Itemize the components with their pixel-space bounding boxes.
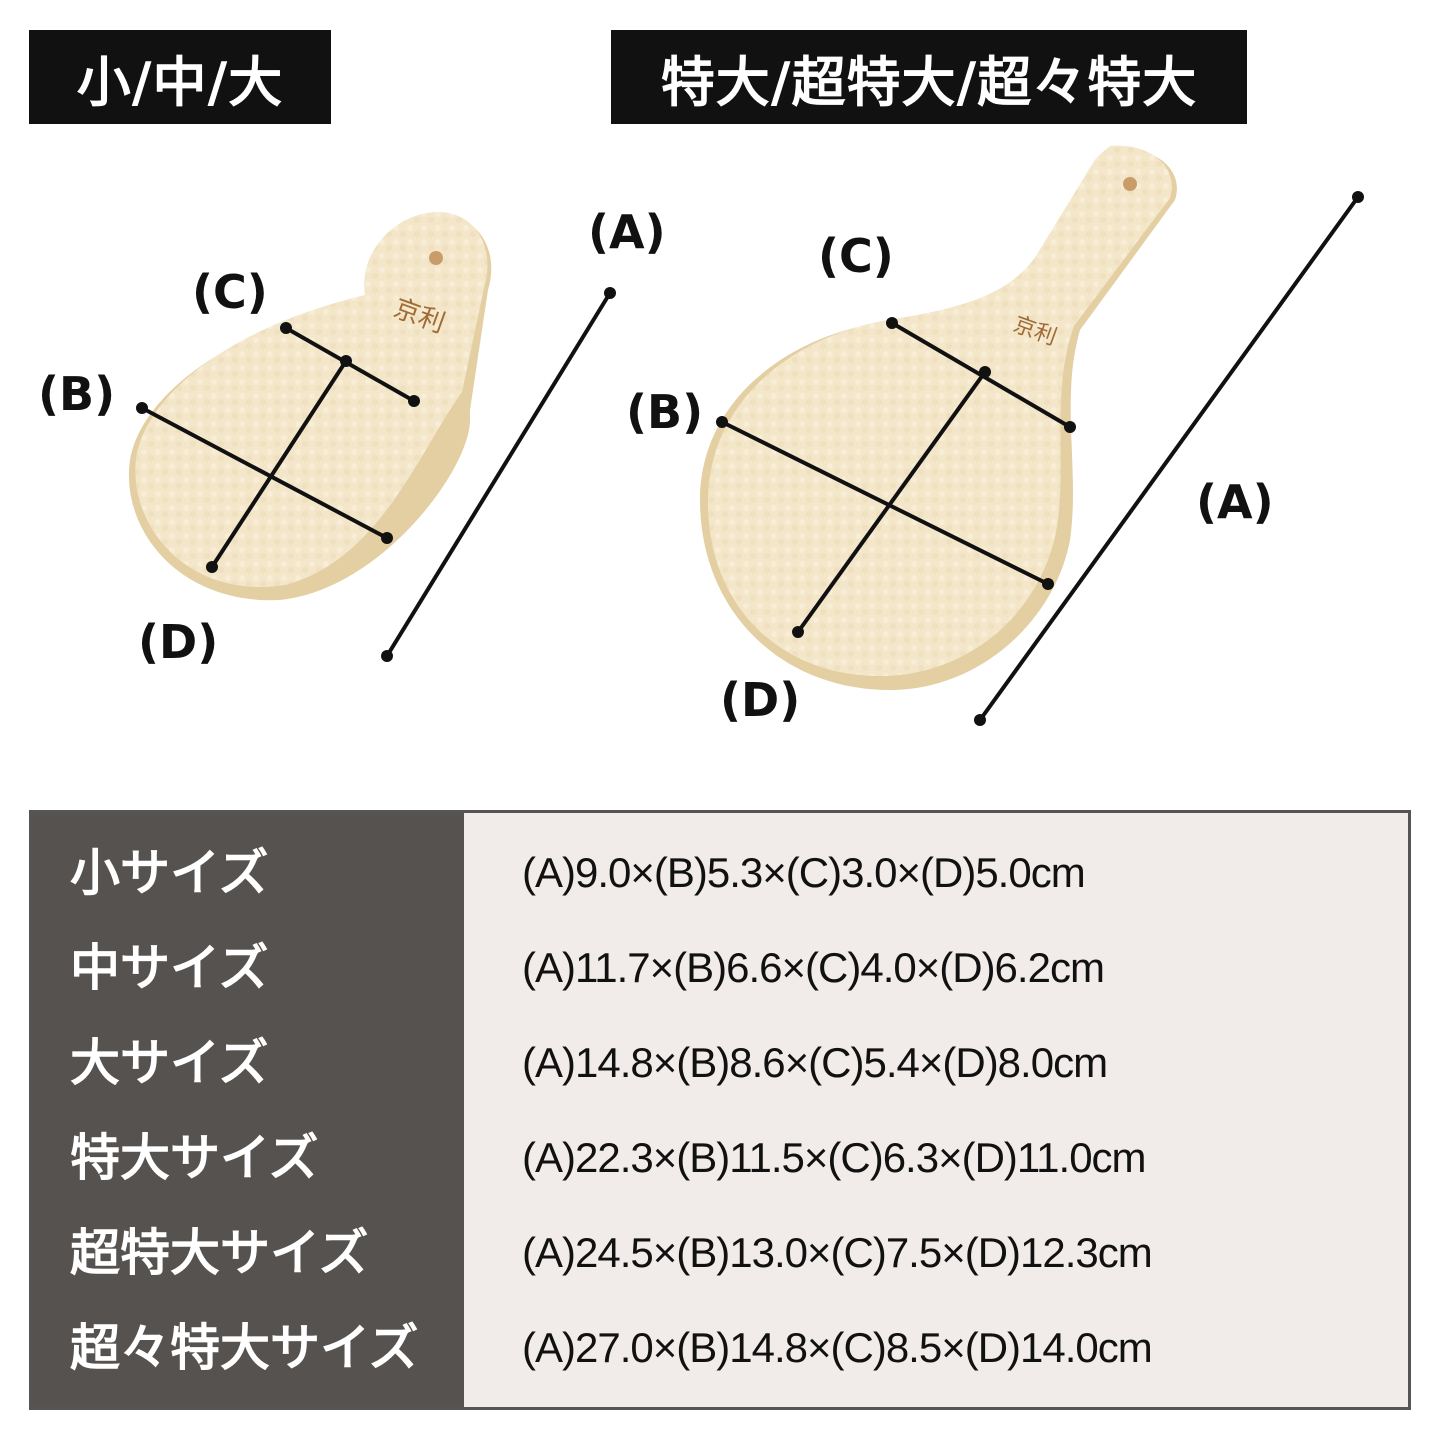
label-b-large: (B) xyxy=(626,385,703,439)
dimensions-xxl: (A)24.5×(B)13.0×(C)7.5×(D)12.3cm xyxy=(522,1228,1153,1276)
hanging-hole-icon xyxy=(429,251,443,265)
label-a-large: (A) xyxy=(1196,475,1274,529)
label-a-small: (A) xyxy=(588,205,666,259)
dimensions-large: (A)14.8×(B)8.6×(C)5.4×(D)8.0cm xyxy=(522,1038,1108,1086)
size-name-medium: 中サイズ xyxy=(70,938,269,997)
label-d-large: (D) xyxy=(720,673,800,727)
label-d-small: (D) xyxy=(138,615,218,669)
dimensions-xxxl: (A)27.0×(B)14.8×(C)8.5×(D)14.0cm xyxy=(522,1323,1153,1371)
size-group-tag-extra-large: 特大/超特大/超々特大 xyxy=(611,30,1247,124)
small-paddle-image: 京利 (A) (B) (C) (D) xyxy=(38,205,666,669)
label-c-small: (C) xyxy=(192,265,268,319)
dimensions-xl: (A)22.3×(B)11.5×(C)6.3×(D)11.0cm xyxy=(522,1133,1147,1181)
size-name-xxl: 超特大サイズ xyxy=(70,1223,369,1282)
size-group-tag-small-medium-large: 小/中/大 xyxy=(29,30,331,124)
label-b-small: (B) xyxy=(38,367,115,421)
size-table: 小サイズ 中サイズ 大サイズ 特大サイズ 超特大サイズ 超々特大サイズ (A)9… xyxy=(29,810,1411,1410)
label-c-large: (C) xyxy=(818,229,894,283)
size-name-small: 小サイズ xyxy=(70,843,269,902)
size-name-column: 小サイズ 中サイズ 大サイズ 特大サイズ 超特大サイズ 超々特大サイズ xyxy=(32,813,464,1407)
size-name-xxxl: 超々特大サイズ xyxy=(70,1318,419,1377)
large-paddle-image: 京利 (A) (B) (C) (D) xyxy=(626,145,1364,727)
rice-paddle-diagram: 京利 (A) (B) (C) (D) 京利 (A) xyxy=(38,145,1364,727)
size-name-xl: 特大サイズ xyxy=(70,1128,319,1187)
size-name-large: 大サイズ xyxy=(70,1033,269,1092)
dimensions-small: (A)9.0×(B)5.3×(C)3.0×(D)5.0cm xyxy=(522,848,1086,896)
dimensions-medium: (A)11.7×(B)6.6×(C)4.0×(D)6.2cm xyxy=(522,943,1105,991)
dimension-column: (A)9.0×(B)5.3×(C)3.0×(D)5.0cm (A)11.7×(B… xyxy=(464,813,1408,1407)
hanging-hole-icon xyxy=(1123,177,1137,191)
